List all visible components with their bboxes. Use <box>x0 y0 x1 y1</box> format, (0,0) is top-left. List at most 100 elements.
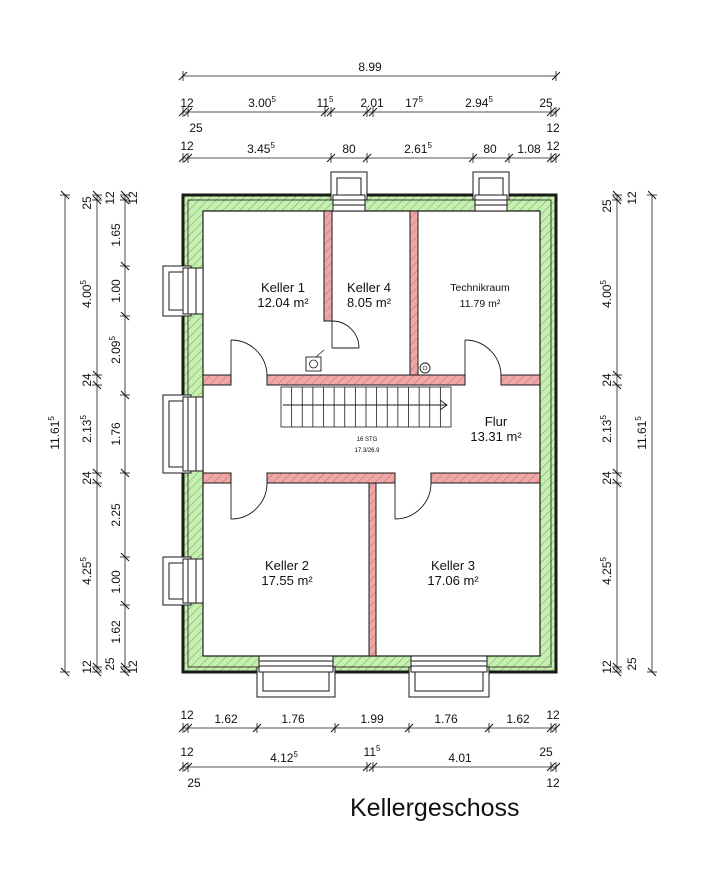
dim-bot-r2-under-right: 12 <box>546 776 560 790</box>
dim-left-r2-d-v: 2.13 <box>80 419 94 443</box>
dim-left-r3-a: 12 <box>126 191 140 205</box>
dim-left-r3-d-s: 5 <box>108 336 117 341</box>
dim-right-r1-bottom: 25 <box>625 657 639 671</box>
dims-top: 8.99 12 3.005 115 2.01 175 2.945 25 25 1… <box>180 60 560 156</box>
dim-top-r2-under-right: 12 <box>546 121 560 135</box>
dim-left-r2-top: 12 <box>103 191 117 205</box>
dim-right-r1-b-s: 5 <box>599 280 608 285</box>
dim-left-r2-b: 4.005 <box>79 280 94 308</box>
dim-bot-r2-c-s: 5 <box>376 744 381 753</box>
dim-bot-r2-b-s: 5 <box>293 750 298 759</box>
room-name-flur: Flur <box>485 414 508 429</box>
dim-right-r1-f-v: 4.25 <box>600 561 614 585</box>
room-name-technik: Technikraum <box>450 282 510 294</box>
dim-bot-r2-c: 115 <box>364 744 381 759</box>
dim-left-r2-f: 4.255 <box>79 557 94 585</box>
dim-top-r2-f-v: 2.94 <box>465 96 489 110</box>
stair-treads <box>291 387 441 427</box>
dim-left-r2-b-s: 5 <box>79 280 88 285</box>
dim-top-r2-c-s: 5 <box>329 95 334 104</box>
dim-top-total: 8.99 <box>358 60 382 74</box>
dim-top-r3-g: 12 <box>546 139 560 153</box>
dims-left: 11.615 12 25 4.005 24 2.135 24 4.255 12 … <box>47 191 140 674</box>
dim-top-r2-b-v: 3.00 <box>248 96 272 110</box>
dim-bot-r2-b-v: 4.12 <box>270 751 294 765</box>
dim-right-r1-f: 4.255 <box>599 557 614 585</box>
dim-top-r3-d-s: 5 <box>427 141 432 150</box>
dim-bot-r1-b: 1.62 <box>214 712 238 726</box>
dim-top-r2-under-left: 25 <box>189 121 203 135</box>
drain-icon <box>305 349 325 372</box>
dim-top-r3-f: 1.08 <box>517 142 541 156</box>
dim-top-r2-a: 12 <box>180 96 194 110</box>
dim-left-r2-a: 25 <box>80 196 94 210</box>
dim-left-r3-e: 1.76 <box>109 422 123 446</box>
dim-left-r2-f-s: 5 <box>79 557 88 562</box>
dim-top-r2-c: 115 <box>317 95 334 110</box>
dim-top-r2-b-s: 5 <box>271 95 276 104</box>
dim-bot-r1-a: 12 <box>180 708 194 722</box>
dim-top-r2-c-v: 11 <box>317 96 330 110</box>
dim-bot-r2-under-left: 25 <box>187 776 201 790</box>
meter-icon <box>419 362 431 374</box>
room-area-keller1: 12.04 m² <box>257 295 309 310</box>
dim-right-r1-d-s: 5 <box>599 415 608 420</box>
dim-left-r2-e: 24 <box>80 471 94 485</box>
room-area-technik: 11.79 m² <box>460 298 501 310</box>
dim-top-r3-a: 12 <box>180 139 194 153</box>
dim-right-r1-top: 12 <box>625 191 639 205</box>
stair-arrow <box>283 399 448 411</box>
room-name-keller4: Keller 4 <box>347 280 391 295</box>
dim-top-r2-e: 175 <box>405 95 423 110</box>
dim-left-r3-f: 2.25 <box>109 503 123 527</box>
stairs-label: 16 STG <box>357 437 378 443</box>
dim-top-r2-e-s: 5 <box>418 95 423 104</box>
dim-top-r3-e: 80 <box>483 142 497 156</box>
dim-top-r2-f-s: 5 <box>488 95 493 104</box>
dim-top-r3-b-v: 3.45 <box>247 142 271 156</box>
stairs-ratio: 17.3/26.9 <box>354 448 380 454</box>
room-area-flur: 13.31 m² <box>470 429 522 444</box>
dim-bot-r1-e: 1.76 <box>434 712 458 726</box>
dim-bot-r2-e: 25 <box>539 745 553 759</box>
dim-bot-r1-d: 1.99 <box>360 712 384 726</box>
dim-left-r3-bottom: 25 <box>103 657 117 671</box>
dim-right-r1-d-v: 2.13 <box>600 419 614 443</box>
dim-right-r1-f-s: 5 <box>599 557 608 562</box>
dim-top-r2-g: 25 <box>539 96 553 110</box>
dim-left-total-v: 11.61 <box>48 420 62 449</box>
dim-left-r3-d: 2.095 <box>108 336 123 364</box>
dim-left-r3-i: 12 <box>126 660 140 674</box>
plan-title: Kellergeschoss <box>350 794 520 822</box>
dim-bot-r2-c-v: 11 <box>364 745 377 759</box>
room-name-keller3: Keller 3 <box>431 558 475 573</box>
windows <box>162 171 510 698</box>
dim-bot-r2-a: 12 <box>180 745 194 759</box>
dim-bot-r2-b: 4.125 <box>270 750 298 765</box>
dim-right-r1-d: 2.135 <box>599 415 614 443</box>
dim-left-r2-c: 24 <box>80 373 94 387</box>
dim-bot-r2-d: 4.01 <box>448 751 472 765</box>
dim-left-r2-g: 12 <box>80 660 94 674</box>
dim-left-total-s: 5 <box>47 416 56 421</box>
dim-right-total-v: 11.61 <box>635 420 649 449</box>
dim-right-r1-b: 4.005 <box>599 280 614 308</box>
room-name-keller1: Keller 1 <box>261 280 305 295</box>
dim-right-r1-e: 24 <box>600 471 614 485</box>
dim-left-total: 11.615 <box>47 416 62 450</box>
dims-bottom: 12 1.62 1.76 1.99 1.76 1.62 12 12 4.125 … <box>180 708 560 790</box>
room-area-keller3: 17.06 m² <box>427 573 479 588</box>
room-area-keller2: 17.55 m² <box>261 573 313 588</box>
dim-right-r1-g: 12 <box>600 660 614 674</box>
dim-top-r2-d: 2.01 <box>360 96 384 110</box>
dim-top-r3-b-s: 5 <box>270 141 275 150</box>
door-swings <box>230 320 502 520</box>
dim-right-r1-b-v: 4.00 <box>600 284 614 308</box>
dimension-lines <box>64 75 653 768</box>
room-area-keller4: 8.05 m² <box>347 295 392 310</box>
dim-right-r1-a: 25 <box>600 199 614 213</box>
dim-top-r3-d-v: 2.61 <box>404 142 428 156</box>
dim-top-r3-c: 80 <box>342 142 356 156</box>
dim-left-r3-g: 1.00 <box>109 570 123 594</box>
